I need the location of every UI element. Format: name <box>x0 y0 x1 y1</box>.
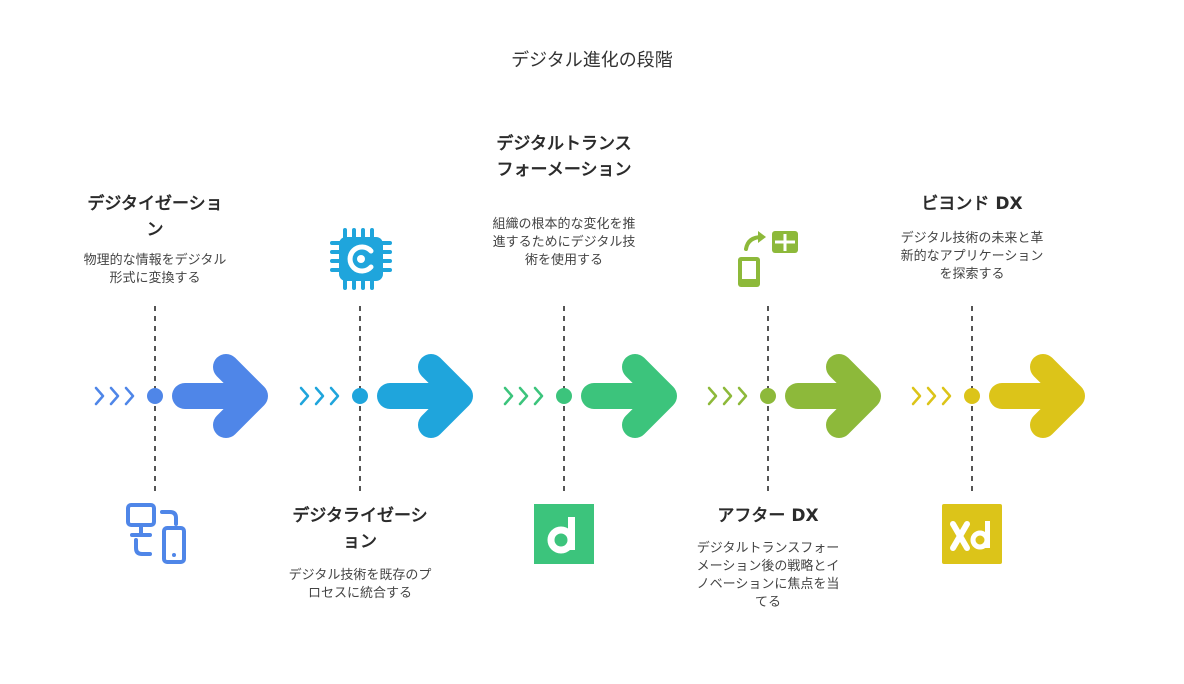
stage-5-dot <box>964 388 980 404</box>
phone-transfer-icon <box>738 231 798 287</box>
stage-1-marker <box>94 306 268 492</box>
stage-4-arrow <box>785 354 881 438</box>
stage-2-arrow <box>377 354 473 438</box>
stage-1-dot <box>147 388 163 404</box>
devices-icon <box>126 503 186 564</box>
stage-1-description: 物理的な情報をデジタル形式に変換する <box>83 253 227 286</box>
stage-4-marker <box>707 306 881 492</box>
stage-4-chevrons <box>707 386 748 406</box>
dribbble-d-icon <box>534 504 594 564</box>
stage-4-dot <box>760 388 776 404</box>
stage-3-chevrons <box>503 386 544 406</box>
stage-5-marker <box>911 306 1085 492</box>
stage-2-title: デジタライゼーション <box>292 506 428 552</box>
stage-4-title: アフター DX <box>717 506 819 526</box>
diagram-title: デジタル進化の段階 <box>511 50 673 71</box>
stage-1-arrow <box>172 354 268 438</box>
stage-5-title: ビヨンド DX <box>921 194 1023 214</box>
stage-1-chevrons <box>94 386 135 406</box>
stage-4-description: デジタルトランスフォーメーション後の戦略とイノベーションに焦点を当てる <box>696 541 840 610</box>
stage-5-description: デジタル技術の未来と革新的なアプリケーションを探索する <box>900 231 1044 282</box>
chip-icon <box>330 228 392 290</box>
stage-3-description: 組織の根本的な変化を推進するためにデジタル技術を使用する <box>492 217 636 268</box>
stage-3-dot <box>556 388 572 404</box>
stage-2-dot <box>352 388 368 404</box>
stage-3-marker <box>503 306 677 492</box>
stage-2-marker <box>299 306 473 492</box>
stage-3-title: デジタルトランスフォーメーション <box>496 134 632 180</box>
stage-3-arrow <box>581 354 677 438</box>
stage-5-chevrons <box>911 386 952 406</box>
stage-2-chevrons <box>299 386 340 406</box>
stage-5-arrow <box>989 354 1085 438</box>
stage-2-description: デジタル技術を既存のプロセスに統合する <box>288 568 432 601</box>
stage-1-title: デジタイゼーション <box>87 194 223 240</box>
xd-icon <box>942 504 1002 564</box>
